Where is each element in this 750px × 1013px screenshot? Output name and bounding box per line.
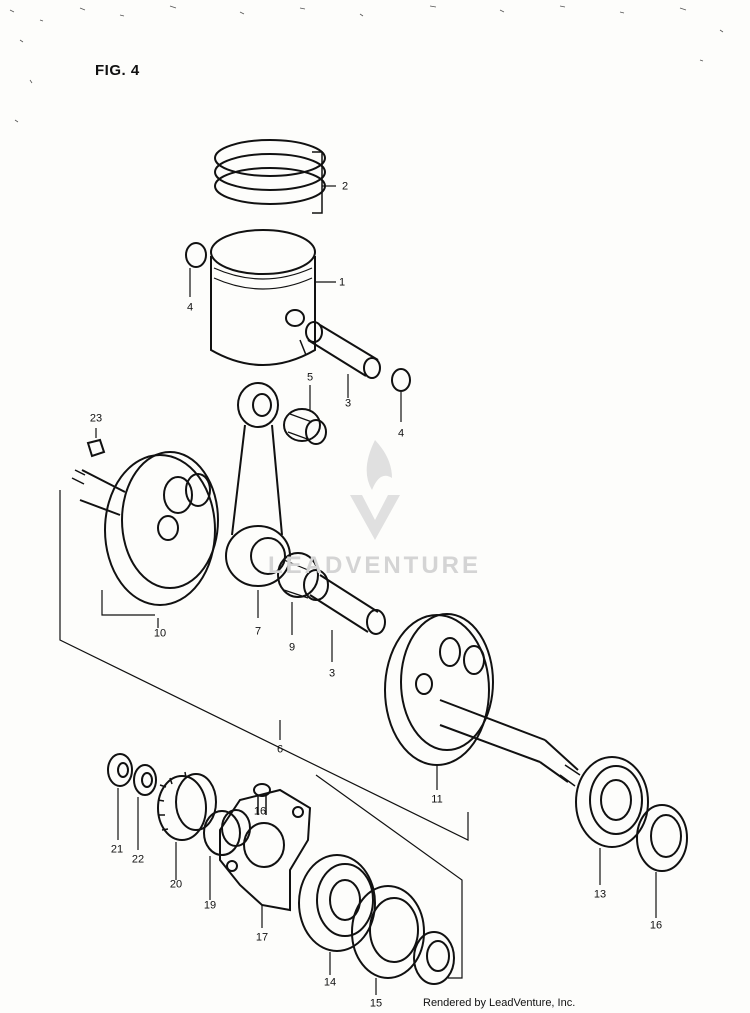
callout-7: 7 xyxy=(254,625,262,638)
part-crank-pin xyxy=(309,574,386,662)
callout-20: 20 xyxy=(169,878,183,891)
watermark-logo xyxy=(350,440,400,540)
part-main-bearing-left xyxy=(298,854,376,975)
part-circlip-left xyxy=(185,242,207,297)
callout-14: 14 xyxy=(323,976,337,989)
callout-16-seal: 16 xyxy=(649,919,663,932)
part-primary-gear xyxy=(157,771,217,880)
callout-3-crankpin: 3 xyxy=(328,667,336,680)
part-piston xyxy=(210,229,336,366)
part-connecting-rod xyxy=(225,382,291,618)
callout-15: 15 xyxy=(369,997,383,1010)
callout-5: 5 xyxy=(306,371,314,384)
callout-22: 22 xyxy=(131,853,145,866)
callout-6: 6 xyxy=(276,743,284,756)
callout-16-bolt: 16 xyxy=(253,805,267,818)
part-circlip-right xyxy=(391,368,411,422)
credit-text: Rendered by LeadVenture, Inc. xyxy=(423,997,576,1009)
callout-3-pin: 3 xyxy=(344,397,352,410)
part-piston-rings xyxy=(214,139,336,214)
callout-9: 9 xyxy=(288,641,296,654)
part-crankshaft-left xyxy=(71,451,219,628)
callout-2: 2 xyxy=(341,180,349,193)
part-main-bearing-right xyxy=(575,756,649,885)
scan-noise xyxy=(9,5,724,123)
callout-1: 1 xyxy=(338,276,346,289)
part-piston-pin xyxy=(305,321,381,398)
lower-bracket xyxy=(315,774,463,979)
part-crankshaft-right xyxy=(384,613,581,790)
callout-19: 19 xyxy=(203,899,217,912)
part-bolt xyxy=(253,783,271,815)
callout-4-right: 4 xyxy=(397,427,405,440)
part-bearing-retainer-plate xyxy=(219,788,312,928)
part-nut xyxy=(107,753,133,840)
part-washer xyxy=(133,764,157,850)
callout-4-left: 4 xyxy=(186,301,194,314)
part-bearing-outer xyxy=(351,885,455,995)
assembly-bracket xyxy=(59,490,469,841)
callout-10: 10 xyxy=(153,627,167,640)
part-big-end-bearing xyxy=(277,552,329,635)
callout-23: 23 xyxy=(89,412,103,425)
callout-11: 11 xyxy=(431,793,443,806)
callout-21: 21 xyxy=(110,843,124,856)
part-woodruff-key xyxy=(86,428,106,458)
callout-17: 17 xyxy=(255,931,269,944)
watermark-text: LEADVENTURE xyxy=(268,552,482,579)
part-oil-seal-right xyxy=(636,804,688,918)
callout-13: 13 xyxy=(593,888,607,901)
figure-label: FIG. 4 xyxy=(95,62,140,79)
part-small-end-bearing xyxy=(283,385,327,445)
